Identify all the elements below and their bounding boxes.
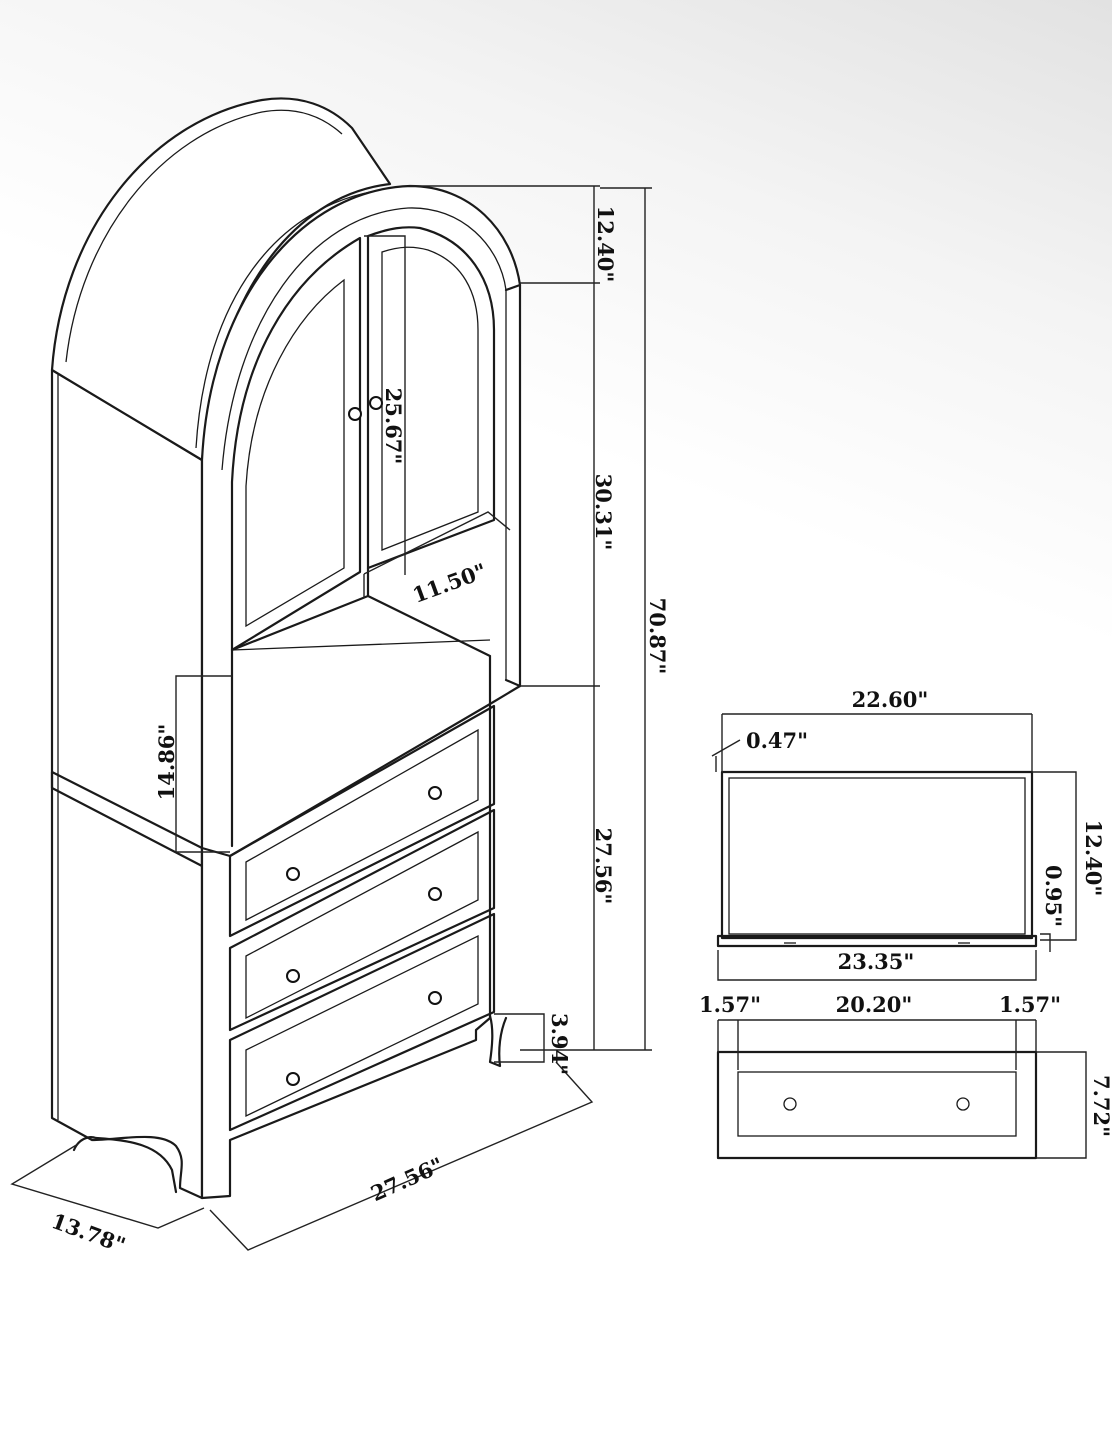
label-front-inner-width: 20.20": [836, 992, 913, 1017]
cabinet-door-left: [230, 236, 362, 652]
door-knob-left: [348, 407, 362, 421]
label-open-shelf-height: 14.86": [154, 724, 179, 801]
drawer-2: [228, 808, 496, 1032]
label-arch-height: 12.40": [593, 206, 618, 283]
drawer-knob: [428, 991, 442, 1005]
label-upper-height: 30.31": [591, 474, 616, 551]
label-front-height: 7.72": [1089, 1075, 1112, 1137]
drawer-1: [228, 704, 496, 938]
label-drawer-front-width: 23.35": [838, 949, 915, 974]
cabinet-base-cutout: [72, 1136, 178, 1194]
drawer-knob: [286, 867, 300, 881]
drawer-knob: [428, 887, 442, 901]
drawer-knob: [428, 786, 442, 800]
drawer-knob: [286, 969, 300, 983]
cabinet-door-right: [366, 226, 496, 570]
label-front-left-margin: 1.57": [699, 992, 761, 1017]
drawer-front-view: [716, 1019, 1087, 1160]
drawer-3: [228, 912, 496, 1132]
label-total-height: 70.87": [645, 598, 670, 675]
door-knob-right: [369, 396, 383, 410]
label-drawer-side-thickness: 0.47": [746, 728, 808, 753]
cabinet-illustration: [50, 97, 522, 1200]
label-width: 27.56": [367, 1152, 447, 1206]
label-drawer-outer-width: 22.60": [852, 687, 929, 712]
drawer-knob: [286, 1072, 300, 1086]
label-front-right-margin: 1.57": [999, 992, 1061, 1017]
label-drawer-depth: 12.40": [1081, 820, 1106, 897]
label-leg-height: 3.94": [547, 1013, 572, 1075]
label-door-height: 25.67": [381, 388, 406, 465]
label-lower-height: 27.56": [591, 828, 616, 905]
cabinet-right-foot: [488, 1014, 508, 1068]
label-drawer-front-thickness: 0.95": [1041, 865, 1066, 927]
cabinet-dimensions: [10, 185, 652, 1251]
cabinet-open-shelf: [230, 566, 492, 848]
drawer-top-view: [711, 713, 1077, 981]
